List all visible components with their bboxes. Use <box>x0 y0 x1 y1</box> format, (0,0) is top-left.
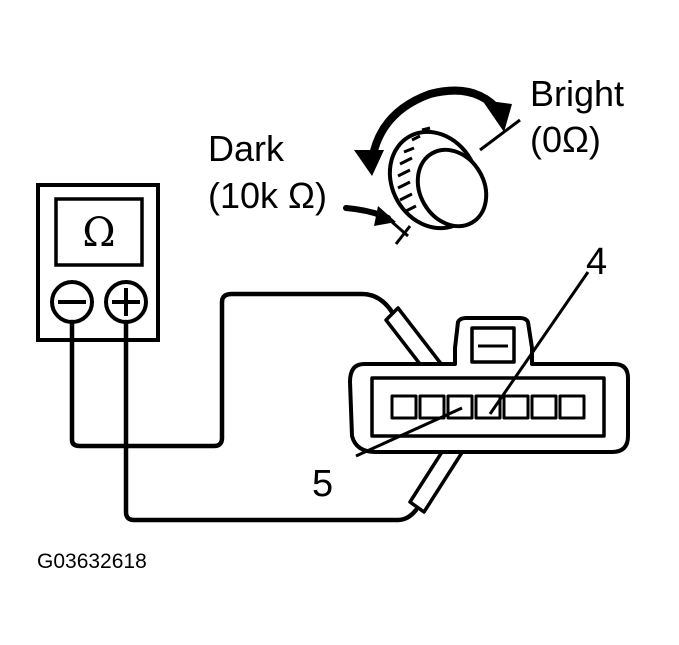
minus-terminal-icon <box>50 280 94 324</box>
leader-line-5 <box>355 406 463 458</box>
plus-terminal-icon <box>104 280 148 324</box>
rotation-arrow-icon <box>368 86 504 164</box>
ohm-symbol: Ω <box>82 210 115 256</box>
bright-value-label: (0Ω) <box>530 119 601 160</box>
bright-label: Bright <box>530 73 624 114</box>
dark-label: Dark <box>208 128 285 169</box>
brightness-knob <box>343 86 521 245</box>
sensor-connector <box>348 316 630 454</box>
ohmmeter: Ω <box>36 183 160 342</box>
terminal-5-label: 5 <box>312 463 333 505</box>
leader-lines <box>355 271 590 458</box>
dark-value-label: (10k Ω) <box>208 175 327 216</box>
lead-wires <box>69 291 419 523</box>
meter-display <box>54 197 144 267</box>
leader-line-4 <box>488 271 590 415</box>
terminal-cavities <box>390 394 586 420</box>
negative-lead-wire <box>69 291 395 449</box>
figure-code: G03632618 <box>37 550 147 573</box>
terminal-4-label: 4 <box>586 241 607 283</box>
positive-lead-wire <box>123 319 419 523</box>
